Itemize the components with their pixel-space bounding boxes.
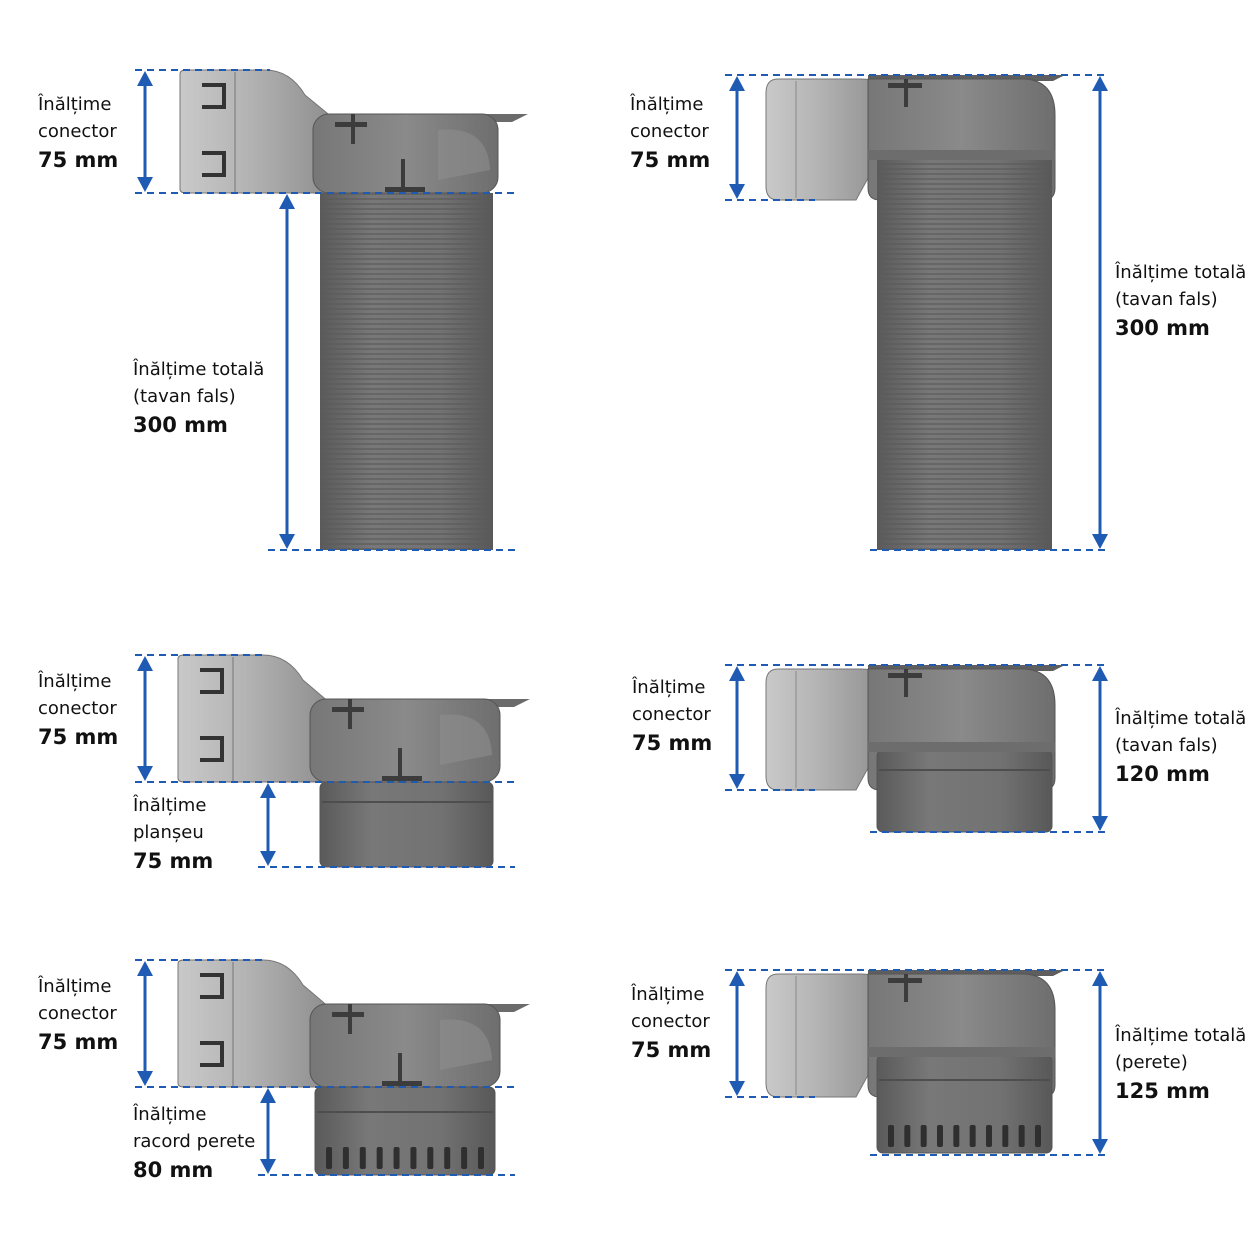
dim-arrow-floor-ml: [260, 783, 276, 866]
duct-collar-tr: [868, 150, 1055, 160]
wall-fitting-br: [876, 1054, 1053, 1154]
connector-head-tl: [179, 69, 528, 194]
ribbed-duct-tl: [320, 193, 493, 550]
dim-arrow-connector-tl: [137, 71, 153, 192]
dim-arrow-total-br: [1092, 971, 1108, 1154]
connector-head-ml: [177, 654, 530, 783]
dim-arrow-connector-br: [729, 971, 745, 1096]
dim-arrow-total-tr: [1092, 76, 1108, 549]
dim-arrow-connector-ml: [137, 656, 153, 781]
duct-collar-mr: [868, 742, 1055, 752]
collar-ml: [319, 781, 494, 868]
label-total-height-tl: Înălțime totală(tavan fals) 300 mm: [133, 359, 265, 437]
label-total-height-br: Înălțime totală(perete) 125 mm: [1115, 1025, 1247, 1103]
ribbed-duct-tr: [877, 158, 1052, 550]
label-total-height-tr: Înălțime totală(tavan fals) 300 mm: [1115, 262, 1247, 340]
connector-head-bl: [177, 959, 530, 1088]
label-total-height-mr: Înălțime totală(tavan fals) 120 mm: [1115, 708, 1247, 786]
dim-arrow-connector-mr: [729, 666, 745, 789]
dim-arrow-total-tl: [279, 194, 295, 549]
dim-arrow-total-mr: [1092, 666, 1108, 831]
wall-fitting-bl: [314, 1086, 496, 1176]
dim-arrow-connector-tr: [729, 76, 745, 199]
dim-arrow-connector-bl: [137, 961, 153, 1086]
duct-collar-br: [868, 1047, 1055, 1057]
collar-mr: [876, 749, 1053, 833]
dim-arrow-wall-fitting-bl: [260, 1088, 276, 1174]
